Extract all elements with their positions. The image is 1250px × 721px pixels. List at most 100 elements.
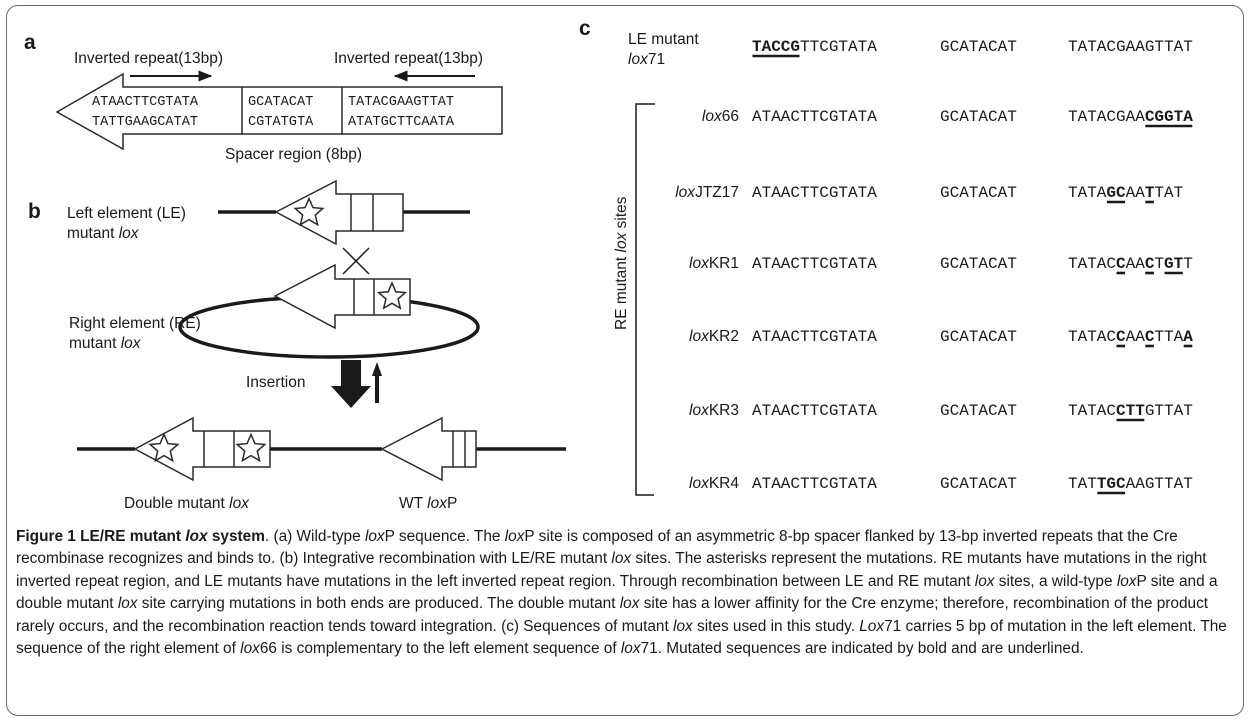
re-mutant-name: loxKR3 [689,402,739,419]
mutated-bases: A [1183,328,1193,346]
re-mutant-name: loxJTZ17 [675,184,739,201]
inverted-repeat-left-label: Inverted repeat(13bp) [74,50,223,67]
wild-type-bases: T [1154,255,1164,273]
wild-type-bases: TAT [1154,184,1183,202]
re-mutant-row: loxKR3 ATAACTTCGTATA GCATACAT TATACCTTGTTAT [689,402,1193,422]
re-mutant-name: loxKR4 [689,475,739,492]
spacer-region-label: Spacer region (8bp) [225,146,362,163]
double-mutant-lox-label: Double mutant lox [124,495,250,512]
re-lox-arrow [273,263,411,330]
wild-type-bases: TTA [1154,328,1183,346]
mutated-bases: GT [1164,255,1184,273]
mutated-bases: C [1145,328,1155,346]
insertion-label: Insertion [246,374,305,391]
mutated-bases: TACCG [752,38,800,56]
bottom-seq-right: ATATGCTTCAATA [348,115,455,130]
mutated-bases: C [1116,255,1126,273]
re-group-bracket [635,103,655,496]
wild-type-bases: AA [1126,255,1146,273]
wild-type-bases: AA [1126,328,1146,346]
mutated-bases: TGC [1097,475,1126,493]
figure-caption: Figure 1 LE/RE mutant lox system. (a) Wi… [16,528,1227,658]
figure-frame [6,5,1244,716]
re-mutant-left-arm: ATAACTTCGTATA [752,255,877,273]
wild-type-bases: AAGTTAT [1126,475,1193,493]
mutated-bases: C [1145,255,1155,273]
le-lox-arrow [274,179,404,246]
wild-type-bases: T [1183,255,1193,273]
top-seq-spacer: GCATACAT [248,95,313,110]
bottom-seq-left: TATTGAAGCATAT [92,115,198,130]
mutated-bases: T [1145,184,1155,202]
wt-loxp-label: WT loxP [399,495,457,512]
le-mutant-right-arm: TATACGAAGTTAT [1068,38,1193,56]
panel-a-label: a [24,31,36,54]
top-seq-left: ATAACTTCGTATA [92,95,199,110]
crossover-line-2 [342,247,370,275]
inverted-repeat-right-label: Inverted repeat(13bp) [334,50,483,67]
panel-c-label: c [579,17,591,40]
re-mutant-right-arm: TATACCAACTTAA [1068,328,1193,346]
double-mutant-star-left-icon [148,432,180,463]
re-mutant-right-arm: TATACGAACGGTA [1068,108,1193,126]
re-mutant-name: loxKR2 [689,328,739,345]
re-label-line2: mutant lox [69,335,142,352]
re-mutant-left-arm: ATAACTTCGTATA [752,402,877,420]
re-mutant-spacer: GCATACAT [940,328,1017,346]
excision-up-arrow-icon [372,362,382,403]
double-mutant-lox-arrow [133,416,271,482]
le-mutation-star-icon [293,196,325,227]
re-mutant-spacer: GCATACAT [940,475,1017,493]
wild-type-bases: TATAC [1068,328,1116,346]
re-mutant-spacer: GCATACAT [940,108,1017,126]
wild-type-bases: AA [1126,184,1146,202]
wild-type-bases: TATA [1068,184,1107,202]
mutated-bases: C [1116,328,1126,346]
re-mutant-spacer: GCATACAT [940,402,1017,420]
re-mutant-right-arm: TATACCTTGTTAT [1068,402,1193,420]
le-mutant-left-arm: TACCGTTCGTATA [752,38,877,56]
le-label-line1: Left element (LE) [67,205,186,222]
re-mutant-right-arm: TATAGCAATTAT [1068,184,1183,202]
top-seq-right: TATACGAAGTTAT [348,95,454,110]
le-mutant-name-line2: lox71 [628,51,665,68]
double-mutant-star-right-icon [235,432,267,463]
re-mutant-name: lox66 [702,108,739,125]
re-mutant-left-arm: ATAACTTCGTATA [752,108,877,126]
wild-type-bases: TAT [1068,475,1097,493]
mutated-bases: GC [1106,184,1126,202]
mutated-bases: CTT [1116,402,1145,420]
panel-b-label: b [28,200,41,223]
re-mutant-row: lox66 ATAACTTCGTATA GCATACAT TATACGAACGGTA [702,108,1193,128]
le-mutant-spacer: GCATACAT [940,38,1017,56]
le-mutant-row: TACCGTTCGTATA GCATACAT TATACGAAGTTAT [752,38,1193,58]
re-mutant-spacer: GCATACAT [940,255,1017,273]
wild-type-bases: TATAC [1068,255,1116,273]
loxp-arrow-shape [55,72,503,151]
re-mutant-name: loxKR1 [689,255,739,272]
mutated-bases: CGGTA [1145,108,1193,126]
wild-type-bases: GTTAT [1145,402,1193,420]
le-label-line2: mutant lox [67,225,140,242]
re-mutant-left-arm: ATAACTTCGTATA [752,328,877,346]
re-mutant-left-arm: ATAACTTCGTATA [752,475,877,493]
re-mutation-star-icon [376,281,408,310]
bottom-seq-spacer: CGTATGTA [248,115,314,130]
wt-loxp-arrow [380,416,477,482]
re-mutant-row: loxKR4 ATAACTTCGTATA GCATACAT TATTGCAAGTTAT [689,475,1193,495]
re-label-line1: Right element (RE) [69,315,201,332]
figure-graphic: a Inverted repeat(13bp) Inverted repeat(… [24,17,1193,512]
re-mutant-spacer: GCATACAT [940,184,1017,202]
le-mutant-name-line1: LE mutant [628,31,699,48]
re-mutant-right-arm: TATACCAACTGTT [1068,255,1193,273]
re-mutant-side-label: RE mutant lox sites [613,196,630,330]
re-mutant-right-arm: TATTGCAAGTTAT [1068,475,1193,493]
insertion-down-arrow-icon [331,360,371,408]
wild-type-bases: TATAC [1068,402,1116,420]
wild-type-bases: TATACGAA [1068,108,1145,126]
wild-type-bases: TTCGTATA [800,38,877,56]
